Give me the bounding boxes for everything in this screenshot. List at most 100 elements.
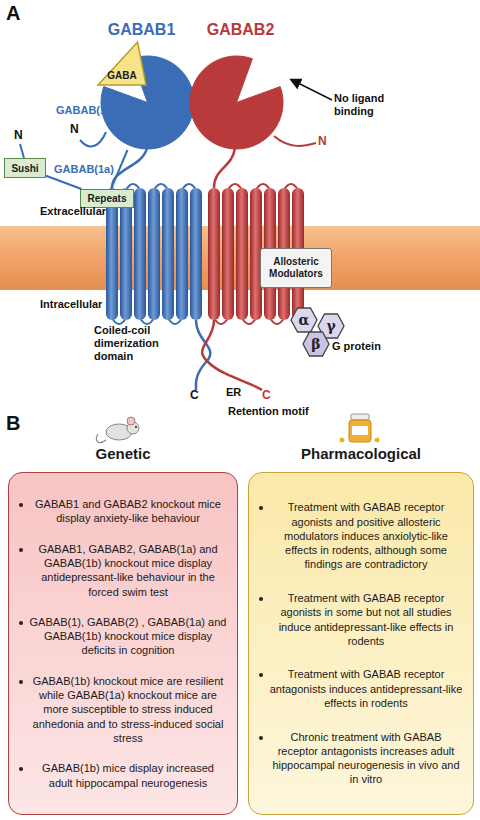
b1-c-tail [196,320,211,390]
venus-flytrap-lobe [190,56,283,149]
b2-extracellular-loops [228,184,298,190]
annotation-label: ER [226,386,241,398]
annotation-label: N [318,134,327,148]
bullet-dot [19,621,23,625]
finding-item: GABAB1, GABAB2, GABAB(1a) and GABAB(1b) … [19,542,227,599]
g-protein-subunit: α [291,308,317,332]
ligand-name: GABA [96,70,148,81]
finding-item: GABAB(1), GABAB(2) , GABAB(1a) and GABAB… [19,615,227,658]
annotation-label: B [6,412,20,435]
helix [208,188,220,320]
subunit-letter: α [291,308,317,332]
domain-name: Repeats [88,193,127,204]
annotation-label: GABAB(1a) [54,163,114,175]
mouse-body [106,424,132,440]
finding-text: GABAB(1b) knockout mice are resilient wh… [29,674,227,745]
annotation-label: Extracellular [40,205,106,217]
finding-item: GABAB(1b) mice display increased adult h… [19,761,227,790]
finding-list: Treatment with GABAB receptor agonists a… [259,481,463,806]
finding-text: Treatment with GABAB receptor agonists i… [269,591,463,648]
subunit-name: GABAB1 [74,21,209,39]
finding-item: Treatment with GABAB receptor agonists a… [259,500,463,571]
bottle-label [352,426,368,435]
annotation-label: Intracellular [40,298,102,310]
finding-item: GABAB(1b) knockout mice are resilient wh… [19,674,227,745]
annotation-label: GABAB(1b) [56,104,117,116]
pill-bottle-icon [340,414,380,443]
finding-item: GABAB1 and GABAB2 knockout mice display … [19,497,227,526]
annotation-label: Coiled-coil dimerization domain [94,324,174,364]
b2-intracellular-loops [214,318,284,324]
chain-connector [46,176,81,189]
subunit-name: GABAB2 [173,21,308,39]
bullet-dot [259,736,263,740]
finding-item: Treatment with GABAB receptor antagonist… [259,667,463,710]
pill [375,438,380,443]
bullet-dot [259,506,263,510]
g-protein-subunit: β [303,332,329,356]
b1a-n-terminus [20,144,24,158]
mouse-icon [96,417,139,442]
helix [190,188,202,320]
finding-panel: PharmacologicalTreatment with GABAB rece… [248,472,474,815]
bullet-dot [19,680,23,684]
shape-outline [189,55,284,150]
mouse-head [127,422,139,434]
b1-intracellular-loops [112,318,182,324]
finding-list: GABAB1 and GABAB2 knockout mice display … [19,481,227,806]
helix [236,188,248,320]
finding-panel: GeneticGABAB1 and GABAB2 knockout mice d… [8,472,238,815]
hexagon-shape [291,308,317,332]
domain-name: Sushi [11,163,38,174]
domain-name: Allosteric Modulators [261,256,331,280]
finding-text: Chronic treatment with GABAB receptor an… [269,730,463,787]
annotation-label: G protein [332,340,381,352]
helix [162,188,174,320]
bottle-cap [351,414,369,420]
panel-heading: Genetic [9,445,237,462]
bullet-dot [259,673,263,677]
helix [222,188,234,320]
helix [176,188,188,320]
pointer-arrow [292,80,332,100]
b2-n-terminus [274,136,316,146]
helix [148,188,160,320]
finding-text: GABAB1, GABAB2, GABAB(1a) and GABAB(1b) … [29,542,227,599]
finding-item: Treatment with GABAB receptor agonists i… [259,591,463,648]
bullet-dot [259,597,263,601]
bullet-dot [19,503,23,507]
hexagon-shape [303,332,329,356]
panel-heading: Pharmacological [249,445,473,462]
finding-text: GABAB(1b) mice display increased adult h… [29,761,227,790]
bottle-body [349,420,371,442]
domain-box: Sushi [4,158,46,178]
ligand-triangle: GABA [96,40,148,88]
finding-item: Chronic treatment with GABAB receptor an… [259,730,463,787]
annotation-label: Retention motif [228,405,309,417]
annotation-label: A [6,2,20,25]
pill [340,438,345,443]
bullet-dot [19,548,23,552]
helix [134,188,146,320]
annotation-label: C [262,388,271,402]
subunit-letter: β [303,332,329,356]
finding-text: Treatment with GABAB receptor agonists a… [269,500,463,571]
mouse-tail [96,434,106,442]
finding-text: GABAB1 and GABAB2 knockout mice display … [29,497,227,526]
b2-c-tail [202,320,262,390]
b1b-n-terminus [80,132,106,146]
finding-text: GABAB(1), GABAB(2) , GABAB(1a) and GABAB… [29,615,227,658]
bullet-dot [19,767,23,771]
b2-stalk [214,148,235,188]
mouse-eye [135,426,137,428]
b1-extracellular-loops [126,184,196,190]
annotation-label: N [14,128,23,142]
domain-box: Allosteric Modulators [260,248,332,288]
b1-stalk [112,148,147,188]
finding-text: Treatment with GABAB receptor antagonist… [269,667,463,710]
receptor-subunit: GABAB2 [189,55,284,150]
annotation-label: No ligand binding [334,92,396,118]
annotation-label: N [70,122,79,136]
annotation-label: C [190,388,199,402]
